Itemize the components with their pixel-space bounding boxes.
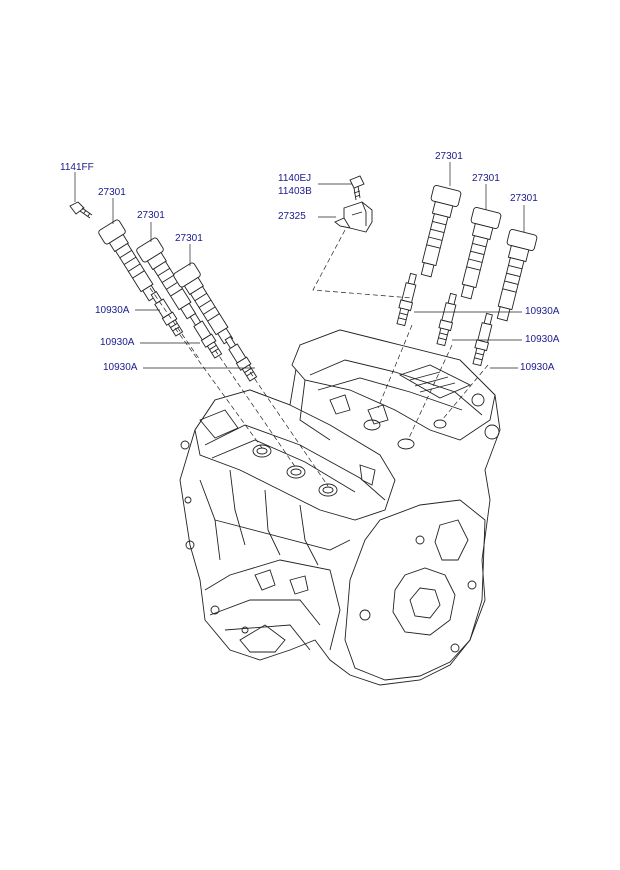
label-10930a-left-1[interactable]: 10930A <box>95 305 130 316</box>
label-27301-right-3[interactable]: 27301 <box>510 193 538 204</box>
label-27301-left-3[interactable]: 27301 <box>175 233 203 244</box>
label-11403b[interactable]: 11403B <box>278 186 312 197</box>
label-27301-left-2[interactable]: 27301 <box>137 210 165 221</box>
label-10930a-right-3[interactable]: 10930A <box>520 362 555 373</box>
engine-block <box>179 329 501 686</box>
label-1140ej[interactable]: 1140EJ <box>278 173 312 184</box>
projection-lines <box>149 229 489 487</box>
label-10930a-left-3[interactable]: 10930A <box>103 362 138 373</box>
right-ignition-coils <box>420 185 538 322</box>
label-10930a-right-1[interactable]: 10930A <box>525 306 560 317</box>
leader-lines <box>74 162 525 369</box>
bolt-1140ej-graphic <box>349 175 365 201</box>
label-27301-right-2[interactable]: 27301 <box>472 173 500 184</box>
bracket-27325 <box>334 201 373 233</box>
label-10930a-right-2[interactable]: 10930A <box>525 334 560 345</box>
bolt-1141ff-graphic <box>69 201 93 219</box>
left-spark-plugs <box>150 291 258 382</box>
left-ignition-coils <box>98 219 234 345</box>
label-1141ff[interactable]: 1141FF <box>60 162 94 173</box>
label-27301-right-1[interactable]: 27301 <box>435 151 463 162</box>
label-10930a-left-2[interactable]: 10930A <box>100 337 135 348</box>
label-27325[interactable]: 27325 <box>278 211 306 222</box>
label-27301-left-1[interactable]: 27301 <box>98 187 126 198</box>
